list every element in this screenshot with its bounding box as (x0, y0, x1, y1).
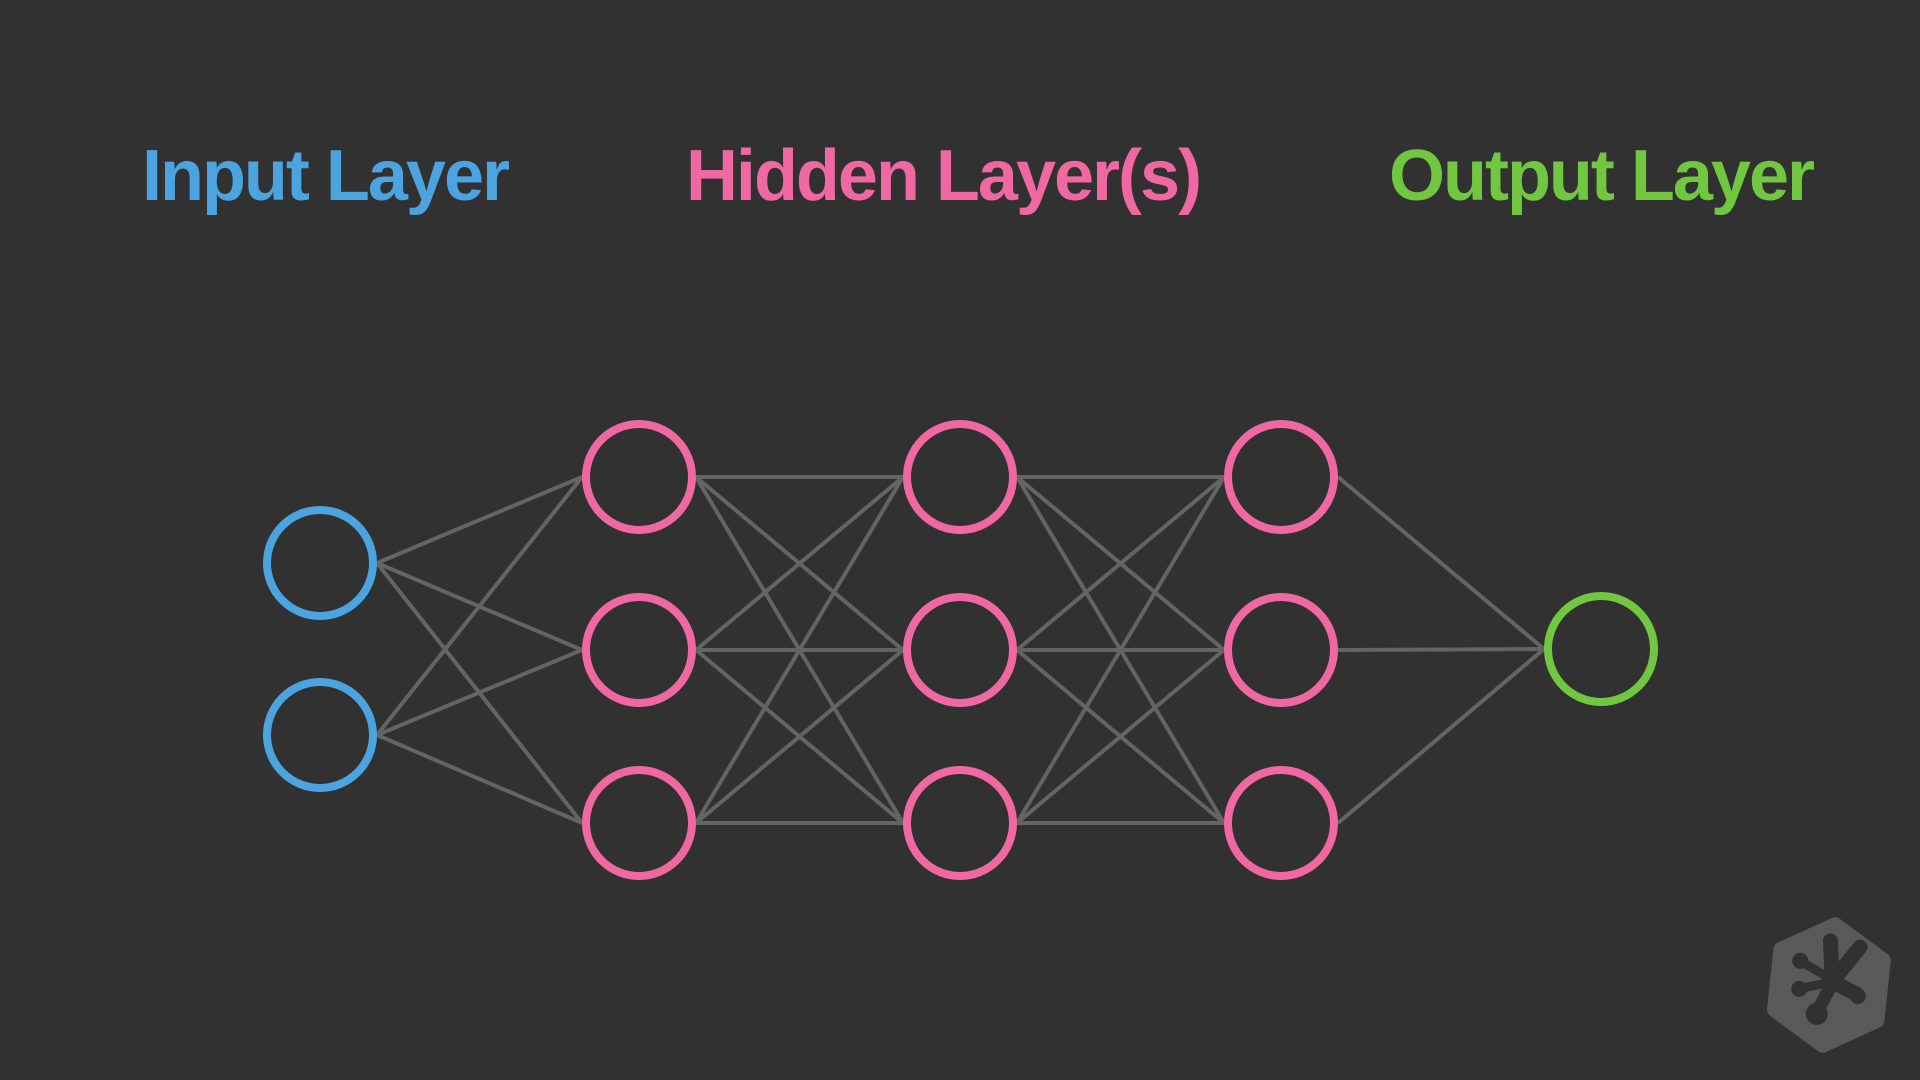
input-node-2 (263, 678, 377, 792)
output-layer-label: Output Layer (1388, 136, 1815, 216)
hidden-3-node-2 (1224, 593, 1338, 707)
hidden-1-node-1 (582, 420, 696, 534)
hidden-2-node-2 (903, 593, 1017, 707)
edge-hidden-3-3-to-output-1 (1336, 647, 1546, 825)
edge-hidden-2-2-to-hidden-3-1 (1015, 475, 1226, 652)
hidden-3-node-1 (1224, 420, 1338, 534)
hidden-2-node-1 (903, 420, 1017, 534)
edge-input-2-to-hidden-1-1 (375, 475, 584, 737)
edge-hidden-1-3-to-hidden-2-2 (694, 648, 905, 825)
input-layer-label: Input Layer (141, 136, 510, 216)
hidden-layer-label: Hidden Layer(s) (685, 136, 1202, 216)
edge-hidden-1-3-to-hidden-2-1 (694, 475, 905, 825)
output-node-1 (1544, 592, 1658, 706)
hidden-1-node-3 (582, 766, 696, 880)
treehouse-logo (1767, 917, 1891, 1053)
edge-hidden-3-2-to-output-1 (1337, 647, 1545, 652)
frog-footprint-icon (1791, 933, 1868, 1025)
edge-hidden-1-2-to-hidden-2-1 (694, 475, 905, 652)
input-node-1 (263, 506, 377, 620)
edge-input-1-to-hidden-1-1 (376, 475, 583, 565)
edge-hidden-2-3-to-hidden-3-1 (1015, 475, 1226, 825)
edge-input-2-to-hidden-1-2 (376, 648, 583, 737)
hidden-3-node-3 (1224, 766, 1338, 880)
hidden-2-node-3 (903, 766, 1017, 880)
edge-hidden-2-3-to-hidden-3-2 (1015, 648, 1226, 825)
edge-input-2-to-hidden-1-3 (376, 733, 583, 825)
hidden-1-node-2 (582, 593, 696, 707)
edge-hidden-3-1-to-output-1 (1336, 475, 1546, 651)
